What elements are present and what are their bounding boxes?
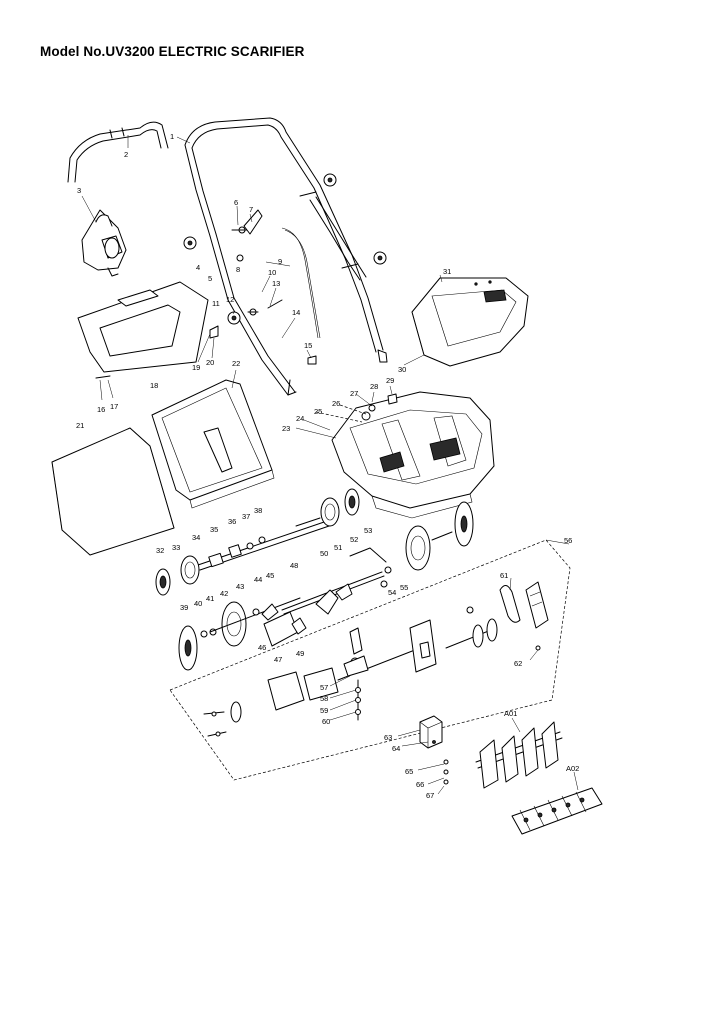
callout-21: 21 — [76, 421, 84, 430]
callout-4: 4 — [196, 263, 200, 272]
callout-7: 7 — [249, 205, 253, 214]
front-axle-assembly — [178, 597, 307, 671]
callout-6: 6 — [234, 198, 238, 207]
callout-10: 10 — [268, 268, 276, 277]
callout-54: 54 — [388, 588, 396, 597]
callout-42: 42 — [220, 589, 228, 598]
callout-23: 23 — [282, 424, 290, 433]
callout-11: 11 — [212, 299, 220, 308]
callout-28: 28 — [370, 382, 378, 391]
callout-45: 45 — [266, 571, 274, 580]
callout-56: 56 — [564, 536, 572, 545]
page-title: Model No.UV3200 ELECTRIC SCARIFIER — [40, 44, 305, 59]
grass-box-frame-22 — [151, 379, 275, 509]
callout-44: 44 — [254, 575, 262, 584]
callout-A01: A01 — [504, 709, 517, 718]
callout-9: 9 — [278, 257, 282, 266]
callout-31: 31 — [443, 267, 451, 276]
motor-parts — [203, 581, 549, 737]
callout-8: 8 — [236, 265, 240, 274]
callout-38: 38 — [254, 506, 262, 515]
callout-67: 67 — [426, 791, 434, 800]
aerator-roller-A02 — [511, 787, 603, 835]
callout-60: 60 — [322, 717, 330, 726]
callout-63: 63 — [384, 733, 392, 742]
callout-37: 37 — [242, 512, 250, 521]
callout-13: 13 — [272, 279, 280, 288]
shaft-48-assembly — [281, 501, 474, 615]
capacitor-63 — [419, 715, 443, 749]
callout-19: 19 — [192, 363, 200, 372]
callout-36: 36 — [228, 517, 236, 526]
screws-65-67 — [443, 759, 449, 785]
upper-handle-1 — [184, 117, 388, 363]
callout-18: 18 — [150, 381, 158, 390]
callout-25: 25 — [314, 407, 322, 416]
callout-17: 17 — [110, 402, 118, 411]
callout-55: 55 — [400, 583, 408, 592]
top-grip-2 — [67, 121, 169, 183]
callout-A02: A02 — [566, 764, 579, 773]
callout-16: 16 — [97, 405, 105, 414]
callout-57: 57 — [320, 683, 328, 692]
callout-labels: 1 2 3 4 5 6 7 8 9 10 11 12 13 14 15 16 1… — [76, 132, 579, 800]
callout-50: 50 — [320, 549, 328, 558]
callout-66: 66 — [416, 780, 424, 789]
callout-29: 29 — [386, 376, 394, 385]
callout-62: 62 — [514, 659, 522, 668]
rear-axle-assembly — [155, 488, 360, 596]
callout-27: 27 — [350, 389, 358, 398]
callout-3: 3 — [77, 186, 81, 195]
callout-14: 14 — [292, 308, 300, 317]
lower-handle-left-14 — [209, 233, 297, 396]
callout-48: 48 — [290, 561, 298, 570]
callout-59: 59 — [320, 706, 328, 715]
callout-61: 61 — [500, 571, 508, 580]
callout-1: 1 — [170, 132, 174, 141]
motor-assembly-frame-56 — [169, 539, 571, 781]
handle-knobs — [95, 173, 387, 379]
callout-49: 49 — [296, 649, 304, 658]
grass-bag-21 — [51, 427, 175, 556]
callout-65: 65 — [405, 767, 413, 776]
callout-34: 34 — [192, 533, 200, 542]
top-cover-30 — [411, 277, 529, 367]
callout-39: 39 — [180, 603, 188, 612]
callout-30: 30 — [398, 365, 406, 374]
lower-handle-right — [309, 196, 367, 281]
callout-58: 58 — [320, 694, 328, 703]
callout-20: 20 — [206, 358, 214, 367]
leader-lines — [81, 135, 579, 795]
callout-51: 51 — [334, 543, 342, 552]
callout-12: 12 — [226, 295, 234, 304]
grass-box-cover-18 — [77, 281, 209, 373]
callout-15: 15 — [304, 341, 312, 350]
switch-box-3 — [81, 209, 127, 277]
callout-24: 24 — [296, 414, 304, 423]
callout-53: 53 — [364, 526, 372, 535]
callout-52: 52 — [350, 535, 358, 544]
main-deck-23 — [331, 391, 495, 519]
callout-41: 41 — [206, 594, 214, 603]
callout-64: 64 — [392, 744, 400, 753]
callout-26: 26 — [332, 399, 340, 408]
callout-32: 32 — [156, 546, 164, 555]
callout-47: 47 — [274, 655, 282, 664]
callout-35: 35 — [210, 525, 218, 534]
callout-43: 43 — [236, 582, 244, 591]
tine-roller-A01 — [475, 721, 563, 789]
cable-9 — [281, 227, 321, 339]
callout-5: 5 — [208, 274, 212, 283]
callout-33: 33 — [172, 543, 180, 552]
callout-2: 2 — [124, 150, 128, 159]
callout-46: 46 — [258, 643, 266, 652]
callout-22: 22 — [232, 359, 240, 368]
callout-40: 40 — [194, 599, 202, 608]
